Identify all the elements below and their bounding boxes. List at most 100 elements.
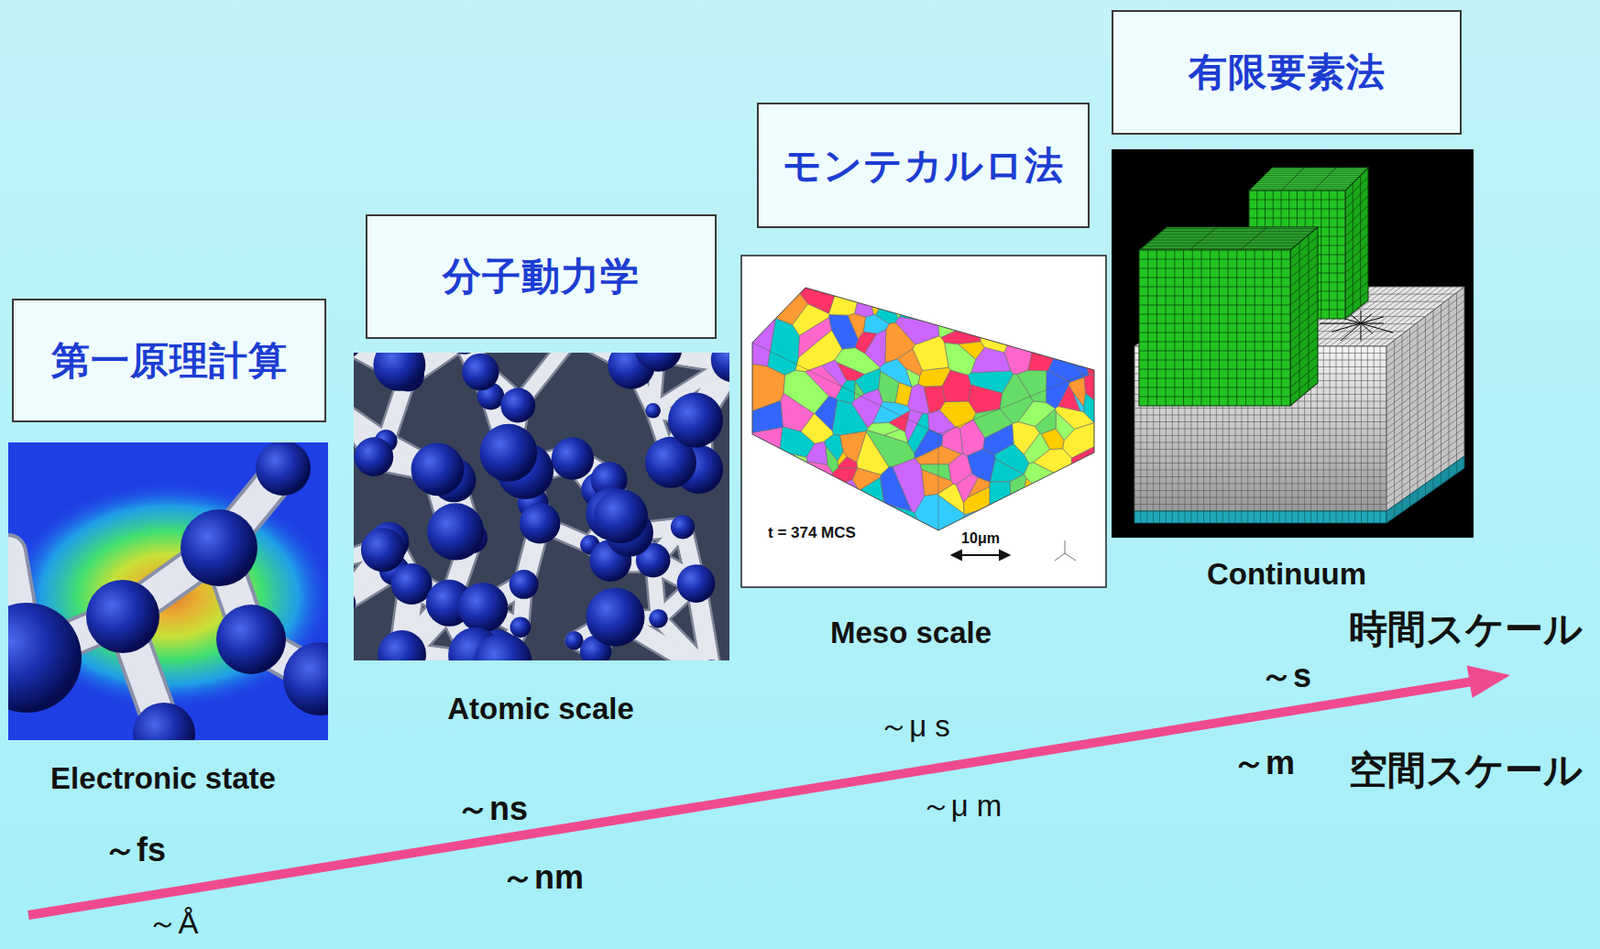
continuum-picture-part: [1111, 149, 1474, 538]
method-title: 有限要素法: [1188, 46, 1386, 99]
continuum-picture-part-part-part: [1139, 511, 1141, 524]
atomic-scale-picture-part-part: [697, 659, 726, 661]
continuum-picture-part: [1139, 227, 1318, 251]
continuum-picture-part-part-part: [1262, 250, 1264, 406]
scale-caption: Continuum: [1206, 557, 1367, 592]
meso-scale-picture-part-part: [983, 424, 1014, 455]
continuum-picture-part-part-part: [1254, 184, 1351, 186]
atomic-scale-picture-part-part: [551, 437, 594, 480]
continuum-picture-part-part-part: [1209, 511, 1211, 524]
atomic-scale-picture-part-part: [353, 589, 356, 618]
continuum-picture-part-part-part: [1266, 511, 1268, 524]
meso-scale-picture-part-part: [1030, 292, 1049, 305]
continuum-picture-part-part-part: [1134, 442, 1387, 444]
continuum-picture-part-part-part: [1279, 511, 1281, 524]
continuum-picture-part-part-part: [1386, 328, 1465, 388]
meso-scale-picture-part-part: [985, 504, 1012, 534]
continuum-picture-part-part-part: [1354, 511, 1356, 524]
atomic-scale-picture-part-part: [509, 569, 539, 600]
continuum-picture-part-part-part: [1139, 259, 1291, 261]
continuum-picture-part-part-part: [1184, 511, 1186, 524]
meso-scale-picture-part-part: [914, 255, 936, 315]
continuum-picture-part-part-part: [1345, 215, 1369, 237]
meso-scale-picture-part-part: [920, 464, 951, 482]
continuum-picture-part-part-part: [1139, 369, 1291, 371]
continuum-picture-part-part: [1290, 234, 1318, 398]
continuum-picture-part-part-part: [1134, 449, 1387, 450]
meso-scale-picture-part-part: [852, 389, 883, 428]
continuum-picture-part-part-part: [1139, 268, 1291, 270]
continuum-picture-part-part-part: [1165, 250, 1167, 406]
continuum-picture-part-part-part: [1142, 247, 1294, 249]
meso-scale-picture-part-part: [1038, 301, 1059, 325]
meso-scale-picture-part-part: [814, 396, 838, 432]
meso-scale-picture-part-part: [952, 550, 962, 560]
meso-scale-picture-part-part: [741, 255, 786, 320]
meso-scale-picture-part: [952, 550, 1009, 560]
meso-scale-picture-part-part: [934, 508, 998, 588]
atomic-scale-picture-part-part: [585, 588, 645, 647]
meso-scale-picture-part-part: [865, 430, 915, 468]
continuum-picture-part-part-part: [1151, 239, 1304, 241]
continuum-picture-part-part-part: [1134, 387, 1387, 389]
continuum-picture-part-part-part: [1147, 250, 1149, 406]
continuum-picture-part-part-part: [1173, 250, 1175, 406]
continuum-picture-part-part-part: [1386, 357, 1465, 416]
meso-scale-picture-part-part: [1008, 255, 1053, 297]
meso-scale-picture-part-part: [1072, 318, 1107, 334]
atomic-scale-picture-part: [353, 352, 730, 661]
continuum-picture-part-part: [1360, 323, 1362, 341]
meso-scale-picture-part: [752, 287, 1095, 531]
method-box: モンテカルロ法: [756, 102, 1090, 229]
continuum-picture-part-part-part: [1145, 244, 1297, 246]
continuum-picture-part-part-part: [1139, 387, 1291, 389]
continuum-picture-part-part-part: [1290, 328, 1318, 351]
continuum-picture-part-part-part: [1262, 176, 1359, 178]
continuum-picture-part-part-part: [1139, 378, 1291, 380]
continuum-picture-part-part-part: [1345, 186, 1369, 209]
axis-title: 時間スケール: [1348, 607, 1583, 652]
continuum-picture-part-part-part: [1290, 254, 1318, 278]
continuum-picture-part-part: [1140, 511, 1381, 524]
meso-scale-picture-part-part: [829, 492, 858, 523]
scale-arrow: [28, 665, 1511, 916]
atomic-scale-picture-part-part: [635, 352, 683, 373]
continuum-picture-part-part-part: [1134, 470, 1387, 472]
meso-scale-picture-part-part: [1058, 328, 1082, 350]
meso-scale-picture-part-part: [1064, 540, 1066, 554]
continuum-picture-part-part-part: [1139, 277, 1291, 279]
meso-scale-picture-part-part: [806, 441, 828, 466]
meso-scale-picture-part-part: [880, 466, 912, 511]
continuum-picture-part-part-part: [1386, 414, 1465, 471]
continuum-picture-part-part-part: [1290, 309, 1318, 333]
meso-scale-picture-part-part: [967, 477, 990, 497]
meso-scale-picture-part-part: [966, 310, 988, 331]
meso-scale-picture-part-part: [829, 256, 862, 316]
meso-scale-picture-part-part: [990, 515, 1056, 588]
meso-scale-picture-part-part: [893, 255, 921, 301]
continuum-picture-part: [1134, 511, 1387, 524]
continuum-picture-part-part-part: [1329, 511, 1331, 524]
method-title: モンテカルロ法: [782, 140, 1064, 192]
meso-scale-picture-part-part: [1021, 302, 1047, 319]
continuum-picture-part-part-part: [1139, 314, 1291, 316]
meso-scale-picture-part-part: [959, 419, 985, 457]
continuum-picture-part-part-part: [1200, 250, 1202, 406]
continuum-picture-part-part: [1331, 323, 1361, 332]
continuum-picture-part-part-part: [1310, 511, 1312, 524]
atomic-scale-picture-part-part: [648, 609, 669, 629]
continuum-picture-part-part-part: [1222, 511, 1224, 524]
atomic-scale-picture-part-part: [458, 582, 508, 633]
continuum-picture-part-part-part: [1448, 467, 1450, 480]
meso-scale-picture-part-part: [1054, 553, 1065, 561]
continuum-picture-part-part-part: [1134, 483, 1387, 485]
continuum-picture-part-part-part: [1256, 182, 1353, 184]
continuum-picture-part: [1345, 167, 1369, 319]
continuum-picture-part-part-part: [1270, 169, 1367, 171]
continuum-picture-part-part-part: [1290, 337, 1318, 361]
electronic-state-picture-part-part-part: [216, 604, 286, 675]
meso-scale-picture-part-part: [1057, 469, 1107, 548]
continuum-picture-part-part-part: [1386, 385, 1465, 443]
method-box: 第一原理計算: [11, 298, 327, 423]
time-scale: ～μ s: [878, 709, 951, 745]
